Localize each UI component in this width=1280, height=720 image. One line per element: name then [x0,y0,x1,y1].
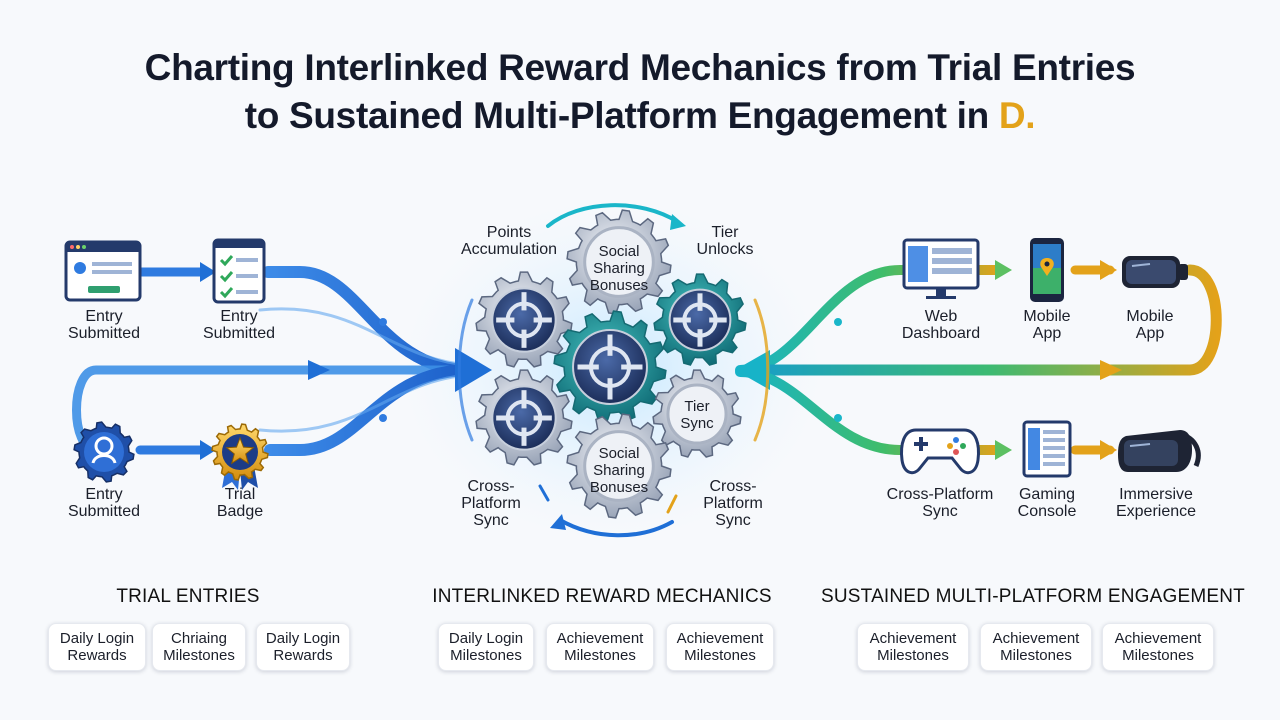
star-icon [225,436,255,465]
node-label-entry-submitted-3: Entry Submitted [67,486,141,520]
gear-cluster [475,209,747,519]
gear-label-tier-sync: Tier Sync [680,398,714,432]
chip-engagement-1: Achievement Milestones [857,623,969,671]
node-label-mobile-app-1: Mobile App [1023,308,1071,342]
node-label-gaming-console: Gaming Console [1017,486,1077,520]
checklist-icon [212,238,266,304]
node-label-mobile-app-2: Mobile App [1126,308,1174,342]
gamepad-icon [900,428,980,475]
page-title: Charting Interlinked Reward Mechanics fr… [0,44,1280,140]
label-points-accumulation: Points Accumulation [460,224,558,258]
monitor-icon [902,238,980,299]
node-label-entry-submitted-1: Entry Submitted [67,308,141,342]
node-label-immersive-experience: Immersive Experience [1115,486,1197,520]
gear-center [553,310,667,424]
chip-mechanics-3: Achievement Milestones [666,623,774,671]
chip-engagement-3: Achievement Milestones [1102,623,1214,671]
label-tier-unlocks: Tier Unlocks [696,224,754,258]
gear-label-social-top: Social Sharing Bonuses [589,243,649,294]
user-gear-icon [73,421,135,483]
chip-mechanics-2: Achievement Milestones [546,623,654,671]
gear-social-top [566,209,672,315]
section-title-trial-entries: TRIAL ENTRIES [116,586,260,607]
node-label-entry-submitted-2: Entry Submitted [202,308,276,342]
node-label-trial-badge: Trial Badge [216,486,264,520]
gear-label-social-bottom: Social Sharing Bonuses [589,445,649,496]
section-title-sustained-engagement: SUSTAINED MULTI-PLATFORM ENGAGEMENT [821,586,1245,607]
gear-social-bottom [566,413,672,519]
chip-trial-1: Daily Login Rewards [48,623,146,671]
console-tablet-icon [1022,420,1072,478]
gear-tier-sync [652,369,742,458]
chip-trial-2: Chriaing Milestones [152,623,246,671]
chip-mechanics-1: Daily Login Milestones [438,623,534,671]
title-line-1: Charting Interlinked Reward Mechanics fr… [144,47,1136,88]
title-accent: D. [998,95,1036,136]
node-label-cross-platform-sync: Cross-Platform Sync [886,486,994,520]
right-arrowheads [735,260,1122,460]
gear-top-left [475,271,573,368]
cycle-arcs [457,203,770,538]
left-arrowheads [200,262,492,460]
chip-engagement-2: Achievement Milestones [980,623,1092,671]
vr-headset-icon [1118,430,1201,472]
gear-bottom-left [475,369,573,466]
label-cross-platform-right: Cross- Platform Sync [703,478,763,529]
title-line-2-main: to Sustained Multi-Platform Engagement i… [244,95,999,136]
smartphone-map-icon [1030,238,1064,302]
gear-top-right [653,273,747,366]
section-title-interlinked-reward-mechanics: INTERLINKED REWARD MECHANICS [432,586,772,607]
label-cross-platform-left: Cross- Platform Sync [461,478,521,529]
browser-form-icon [64,240,142,302]
vr-headset-icon [1122,256,1188,288]
title-line-2: to Sustained Multi-Platform Engagement i… [0,92,1280,140]
node-label-web-dashboard: Web Dashboard [901,308,981,342]
chip-trial-3: Daily Login Rewards [256,623,350,671]
star-badge-icon [211,423,269,490]
